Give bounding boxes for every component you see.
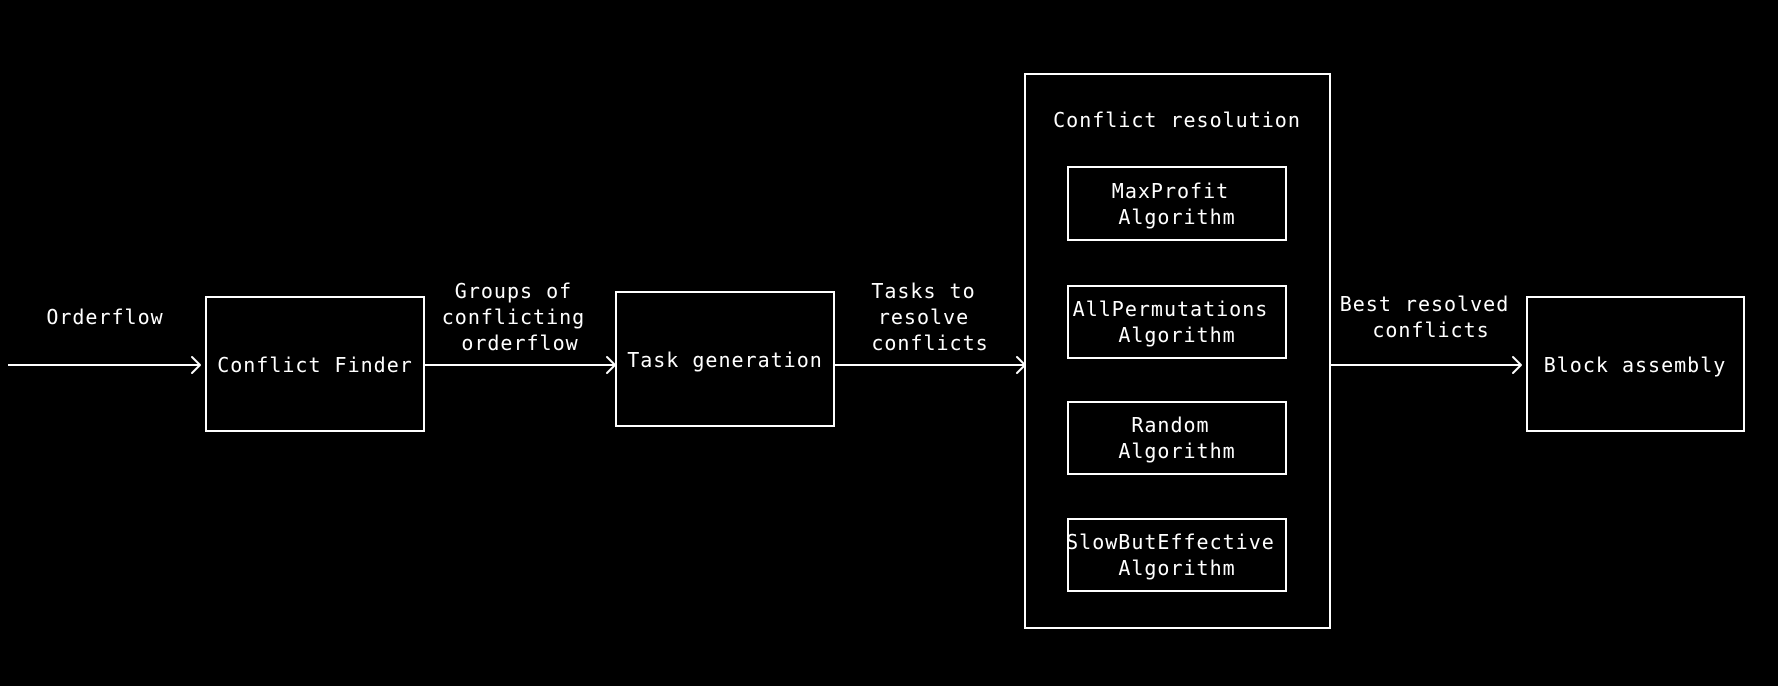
arrow-conflict-finder-to-task-generation (424, 356, 616, 374)
arrow-conflict-resolution-to-block-assembly (1330, 356, 1522, 374)
conflict-resolution-container: Conflict resolution MaxProfit Algorithm … (1024, 73, 1331, 629)
conflict-resolution-title: Conflict resolution (1053, 108, 1301, 132)
arrow-orderflow-to-conflict-finder (8, 356, 201, 374)
algorithm-box-maxprofit: MaxProfit Algorithm (1067, 166, 1287, 241)
algorithm-box-slowbuteffective: SlowButEffective Algorithm (1066, 518, 1288, 592)
block-assembly-node: Block assembly (1526, 296, 1745, 432)
algorithm-box-allpermutations: AllPermutations Algorithm (1067, 285, 1287, 359)
edge-label-tasks-to-resolve-conflicts: Tasks to resolve conflicts (871, 279, 988, 355)
task-generation-node: Task generation (615, 291, 835, 427)
algorithm-label-random: Random Algorithm (1118, 413, 1235, 463)
conflict-finder-label: Conflict Finder (217, 353, 413, 377)
algorithm-label-slowbuteffective: SlowButEffective Algorithm (1066, 530, 1288, 580)
conflict-finder-node: Conflict Finder (205, 296, 425, 432)
algorithm-label-allpermutations: AllPermutations Algorithm (1073, 297, 1282, 347)
algorithm-box-random: Random Algorithm (1067, 401, 1287, 475)
task-generation-label: Task generation (627, 348, 823, 372)
arrow-task-generation-to-conflict-resolution (834, 356, 1026, 374)
algorithm-label-maxprofit: MaxProfit Algorithm (1112, 179, 1242, 229)
edge-label-orderflow: Orderflow (46, 305, 163, 329)
block-assembly-label: Block assembly (1544, 353, 1727, 377)
edge-label-best-resolved-conflicts: Best resolved conflicts (1340, 292, 1523, 342)
edge-label-groups-of-conflicting-orderflow: Groups of conflicting orderflow (442, 279, 599, 355)
